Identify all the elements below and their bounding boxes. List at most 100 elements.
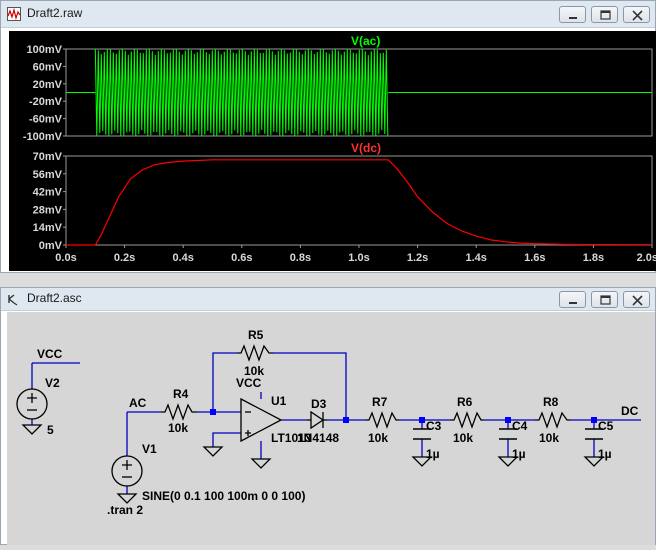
node-dot bbox=[591, 417, 597, 423]
vac-burst bbox=[94, 48, 389, 137]
r5-value[interactable]: 10k bbox=[244, 364, 264, 378]
plot-area[interactable]: 100mV 60mV 20mV -20mV -60mV -100mV V(ac) 70mV… bbox=[9, 31, 656, 271]
d3-diode[interactable] bbox=[307, 410, 327, 430]
u1-value[interactable]: LT1013 bbox=[271, 431, 312, 445]
schematic-titlebar[interactable]: Draft2.asc bbox=[1, 288, 655, 311]
minimize-icon bbox=[569, 302, 577, 304]
v1-value[interactable]: SINE(0 0.1 100 100m 0 0 100) bbox=[142, 489, 305, 503]
close-button-asc[interactable] bbox=[623, 291, 650, 308]
waveform-icon bbox=[7, 7, 21, 21]
x-tick-label: 1.2s bbox=[407, 252, 428, 264]
c4-value[interactable]: 1µ bbox=[512, 447, 526, 461]
r8-name[interactable]: R8 bbox=[543, 395, 559, 409]
vac-title[interactable]: V(ac) bbox=[351, 34, 380, 48]
dc-label[interactable]: DC bbox=[621, 404, 639, 418]
r8-value[interactable]: 10k bbox=[539, 431, 559, 445]
u1-name[interactable]: U1 bbox=[271, 394, 287, 408]
r4-value[interactable]: 10k bbox=[168, 421, 188, 435]
minimize-button[interactable] bbox=[559, 6, 586, 23]
ac-ytick-label: -100mV bbox=[23, 131, 63, 143]
ground-icon bbox=[116, 493, 138, 504]
c3-value[interactable]: 1µ bbox=[426, 447, 440, 461]
r4-resistor[interactable] bbox=[161, 403, 197, 421]
d3-name[interactable]: D3 bbox=[311, 397, 327, 411]
ground-icon bbox=[250, 458, 272, 469]
x-tick-label: 2.0s bbox=[637, 252, 656, 264]
vcc-label-opamp[interactable]: VCC bbox=[236, 376, 262, 390]
x-tick-label: 1.0s bbox=[348, 252, 369, 264]
waveform-titlebar[interactable]: Draft2.raw bbox=[1, 1, 655, 28]
r6-name[interactable]: R6 bbox=[457, 395, 473, 409]
x-tick-label: 0.8s bbox=[290, 252, 311, 264]
r6-value[interactable]: 10k bbox=[453, 431, 473, 445]
v2-value[interactable]: 5 bbox=[47, 423, 54, 437]
pane-dc-frame bbox=[65, 155, 653, 246]
dc-ytick-label: 28mV bbox=[33, 204, 63, 216]
v1-voltage-source[interactable] bbox=[111, 455, 143, 487]
ac-ytick-label: 100mV bbox=[27, 44, 63, 56]
x-tick-label: 0.0s bbox=[55, 252, 76, 264]
restore-icon bbox=[600, 10, 611, 20]
x-tick-label: 0.2s bbox=[114, 252, 135, 264]
vdc-title[interactable]: V(dc) bbox=[351, 141, 381, 155]
ground-icon bbox=[202, 446, 224, 457]
node-dot bbox=[505, 417, 511, 423]
c4-capacitor[interactable] bbox=[499, 428, 517, 440]
close-button[interactable] bbox=[623, 6, 650, 23]
node-dot bbox=[210, 409, 216, 415]
c5-name[interactable]: C5 bbox=[598, 419, 614, 433]
r7-name[interactable]: R7 bbox=[372, 395, 388, 409]
schematic-svg: VCC V2 5 AC V1 SINE(0 0.1 100 100m 0 0 1… bbox=[16, 328, 641, 517]
node-dot bbox=[343, 417, 349, 423]
ac-ytick-label: 60mV bbox=[33, 61, 63, 73]
x-tick-label: 1.6s bbox=[524, 252, 545, 264]
r6-resistor[interactable] bbox=[450, 411, 484, 429]
ac-label[interactable]: AC bbox=[129, 396, 147, 410]
r4-name[interactable]: R4 bbox=[173, 387, 189, 401]
r7-resistor[interactable] bbox=[365, 411, 399, 429]
schematic-icon bbox=[8, 294, 18, 306]
dc-ytick-label: 42mV bbox=[33, 187, 63, 199]
c5-capacitor[interactable] bbox=[585, 428, 603, 440]
wires bbox=[31, 352, 641, 494]
ground-icon bbox=[497, 456, 519, 467]
tran-directive[interactable]: .tran 2 bbox=[107, 503, 143, 517]
schematic-window: Draft2.asc bbox=[0, 287, 656, 545]
c3-capacitor[interactable] bbox=[413, 428, 431, 440]
vdc-trace bbox=[66, 159, 653, 246]
x-tick-label: 0.6s bbox=[231, 252, 252, 264]
c3-name[interactable]: C3 bbox=[426, 419, 442, 433]
r8-resistor[interactable] bbox=[535, 411, 571, 429]
plot-svg: 100mV 60mV 20mV -20mV -60mV -100mV V(ac) 70mV… bbox=[23, 34, 656, 264]
schematic-window-title: Draft2.asc bbox=[27, 291, 82, 305]
r5-resistor[interactable] bbox=[237, 344, 273, 362]
restore-button[interactable] bbox=[591, 6, 618, 23]
d3-value[interactable]: 1N4148 bbox=[297, 431, 339, 445]
ac-ytick-label: -60mV bbox=[29, 114, 63, 126]
schematic-canvas[interactable]: VCC V2 5 AC V1 SINE(0 0.1 100 100m 0 0 1… bbox=[7, 312, 655, 545]
minimize-icon bbox=[569, 17, 577, 19]
dc-ytick-label: 56mV bbox=[33, 169, 63, 181]
dc-ytick-label: 14mV bbox=[33, 222, 63, 234]
v2-name[interactable]: V2 bbox=[45, 376, 60, 390]
u1-opamp[interactable] bbox=[240, 397, 283, 443]
x-tick-label: 0.4s bbox=[172, 252, 193, 264]
x-tick-label: 1.8s bbox=[583, 252, 604, 264]
dc-ytick-label: 70mV bbox=[33, 151, 63, 163]
ac-ytick-label: 20mV bbox=[33, 79, 63, 91]
c5-value[interactable]: 1µ bbox=[598, 447, 612, 461]
minimize-button-asc[interactable] bbox=[559, 291, 586, 308]
dc-ytick-label: 0mV bbox=[39, 240, 63, 252]
c4-name[interactable]: C4 bbox=[512, 419, 528, 433]
restore-button-asc[interactable] bbox=[591, 291, 618, 308]
v2-voltage-source[interactable] bbox=[16, 388, 48, 420]
ground-symbols bbox=[21, 424, 605, 504]
ac-ytick-label: -20mV bbox=[29, 96, 63, 108]
vcc-label[interactable]: VCC bbox=[37, 347, 63, 361]
ground-icon bbox=[411, 456, 433, 467]
r7-value[interactable]: 10k bbox=[368, 431, 388, 445]
waveform-window: Draft2.raw 100mV 60mV 20mV -20mV -60mV -100mV… bbox=[0, 0, 656, 273]
r5-name[interactable]: R5 bbox=[248, 328, 264, 342]
restore-icon bbox=[600, 295, 611, 305]
v1-name[interactable]: V1 bbox=[142, 442, 157, 456]
